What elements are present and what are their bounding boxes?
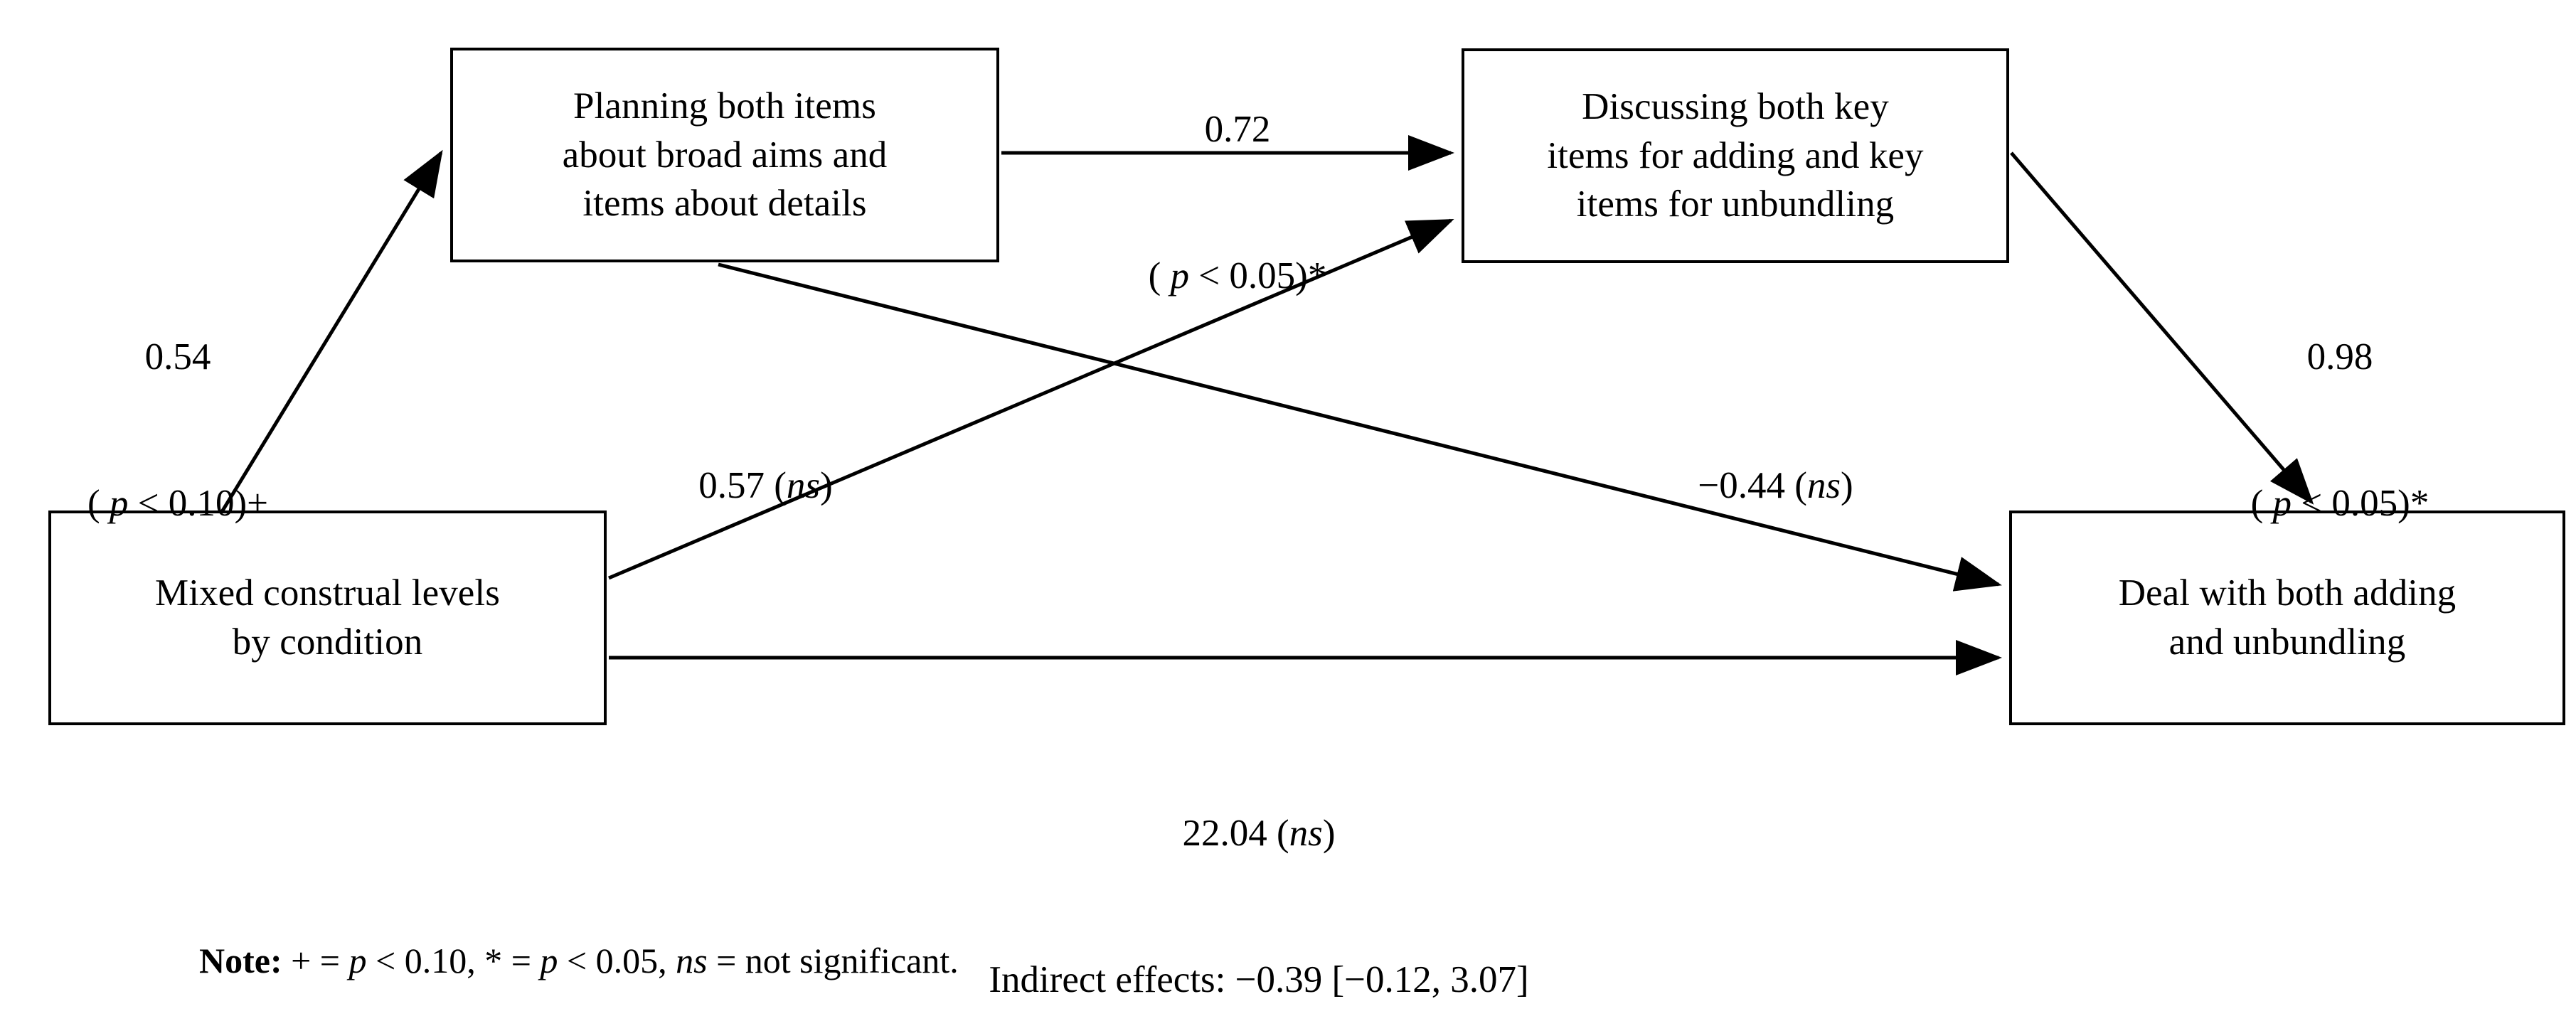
edge-label-discussing-to-deal: 0.98 ( p < 0.05)* [2191, 235, 2489, 626]
node-deal-with-both[interactable]: Deal with both adding and unbundling [2009, 510, 2565, 725]
edge-significance: ( p < 0.05)* [2250, 483, 2429, 525]
edge-significance: ns [786, 464, 821, 506]
edge-label-planning-to-discussing: 0.72 ( p < 0.05)* [1088, 7, 1387, 399]
edge-coefficient: −0.44 [1698, 464, 1785, 506]
node-mixed-construal-levels[interactable]: Mixed construal levels by condition [48, 510, 607, 725]
node-deal-label: Deal with both adding and unbundling [2118, 572, 2457, 663]
edge-significance: ns [1289, 812, 1323, 854]
total-effect-line: 22.04 (ns) [1182, 812, 1336, 854]
node-discussing[interactable]: Discussing both key items for adding and… [1462, 48, 2009, 263]
edge-coefficient: 22.04 [1182, 812, 1267, 854]
edge-label-mixed-to-discussing: 0.57 (ns) [698, 464, 833, 506]
edge-coefficient: 0.57 [698, 464, 765, 506]
node-mixed-label: Mixed construal levels by condition [155, 572, 500, 663]
edge-significance: ns [1806, 464, 1841, 506]
edge-label-mixed-to-deal: 22.04 (ns) Indirect effects: −0.39 [−0.1… [875, 711, 1643, 1021]
edge-significance: ( p < 0.05)* [1148, 255, 1327, 297]
note-label: Note: [199, 941, 282, 980]
edge-coefficient: 0.72 [1204, 108, 1271, 150]
node-planning-label: Planning both items about broad aims and… [562, 85, 888, 225]
edge-label-planning-to-deal: −0.44 (ns) [1698, 464, 1853, 506]
edge-coefficient: 0.98 [2306, 336, 2373, 378]
indirect-effects-line: Indirect effects: −0.39 [−0.12, 3.07] [989, 959, 1529, 1001]
edge-coefficient: 0.54 [144, 336, 211, 378]
node-discussing-label: Discussing both key items for adding and… [1547, 85, 1924, 225]
edge-label-mixed-to-planning: 0.54 ( p < 0.10)+ [43, 235, 313, 626]
node-planning[interactable]: Planning both items about broad aims and… [450, 48, 999, 262]
edge-significance: ( p < 0.10)+ [87, 483, 269, 525]
figure-note: Note: + = p < 0.10, * = p < 0.05, ns = n… [199, 941, 959, 980]
